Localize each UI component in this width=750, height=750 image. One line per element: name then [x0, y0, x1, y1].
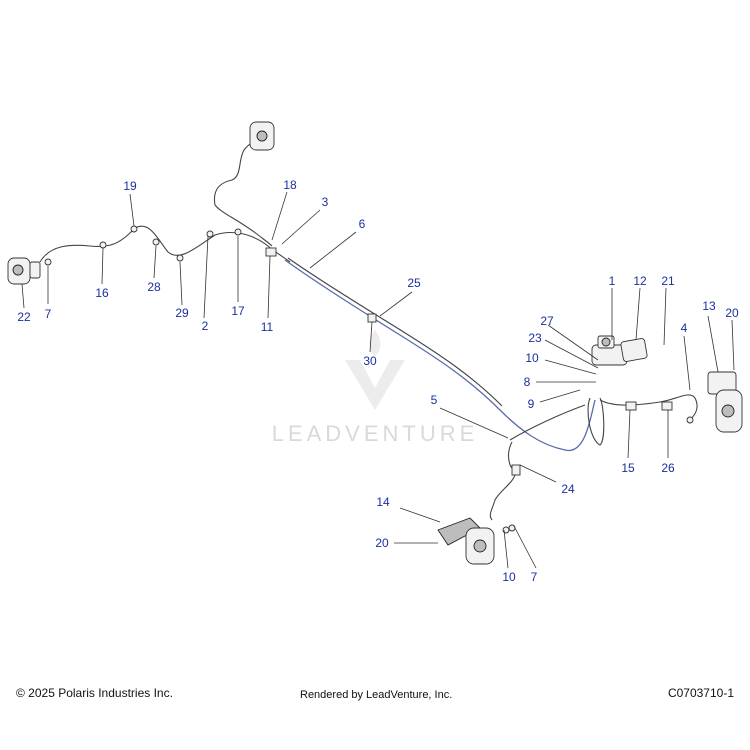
callout-7b: 7	[531, 570, 538, 584]
callout-9: 9	[528, 397, 535, 411]
watermark-logo	[345, 360, 405, 410]
callout-2: 2	[202, 319, 209, 333]
rendered-by-text: Rendered by LeadVenture, Inc.	[300, 689, 453, 701]
callout-27: 27	[540, 314, 554, 328]
front-right-caliper	[249, 121, 275, 151]
callout-12: 12	[633, 274, 647, 288]
callout-16: 16	[95, 286, 109, 300]
callout-23: 23	[528, 331, 542, 345]
watermark-text: LEADVENTURE	[272, 421, 479, 446]
callout-29: 29	[175, 306, 189, 320]
callout-19: 19	[123, 179, 137, 193]
callout-30: 30	[363, 354, 377, 368]
rear-right-caliper	[707, 371, 743, 433]
callout-15: 15	[621, 461, 635, 475]
watermark-flame	[369, 330, 381, 356]
callout-24: 24	[561, 482, 575, 496]
callout-13: 13	[702, 299, 716, 313]
callout-4: 4	[681, 321, 688, 335]
watermark: LEADVENTURE	[272, 330, 479, 446]
callout-10b: 10	[502, 570, 516, 584]
callout-26: 26	[661, 461, 675, 475]
front-upper-brake-line-drop	[214, 204, 273, 247]
front-left-caliper	[7, 257, 41, 285]
rear-down-line	[489, 441, 516, 521]
rear-left-caliper	[437, 517, 495, 565]
part-code: C0703710-1	[667, 686, 734, 700]
callout-8: 8	[524, 375, 531, 389]
callout-6: 6	[359, 217, 366, 231]
callout-20b: 20	[375, 536, 389, 550]
callout-21: 21	[661, 274, 675, 288]
callout-11: 11	[261, 320, 274, 334]
callout-22: 22	[17, 310, 31, 324]
copyright-text: © 2025 Polaris Industries Inc.	[16, 686, 173, 700]
callout-10a: 10	[525, 351, 539, 365]
callout-7a: 7	[45, 307, 52, 321]
callout-14: 14	[376, 495, 390, 509]
callout-18: 18	[283, 178, 297, 192]
callout-1: 1	[609, 274, 616, 288]
reservoir-cap	[620, 338, 648, 362]
line-loop	[587, 397, 605, 446]
rear-right-brake-line	[599, 394, 698, 421]
master-cylinder	[591, 335, 628, 366]
leader-lines	[21, 191, 735, 569]
main-brake-line	[284, 259, 596, 451]
brake-lines	[39, 133, 698, 521]
callout-25: 25	[407, 276, 421, 290]
callouts: 1 2 3 4 5 6 7 7 8 9 10 10 11 12 13 14 15…	[17, 178, 739, 584]
main-brake-line-outer	[287, 257, 503, 407]
callout-5: 5	[431, 393, 438, 407]
callout-17: 17	[231, 304, 245, 318]
rear-split-line	[509, 404, 586, 441]
front-left-brake-line	[39, 225, 291, 263]
line-clips	[44, 225, 694, 534]
callout-3: 3	[322, 195, 329, 209]
components	[7, 121, 743, 565]
callout-28: 28	[147, 280, 161, 294]
callout-20a: 20	[725, 306, 739, 320]
